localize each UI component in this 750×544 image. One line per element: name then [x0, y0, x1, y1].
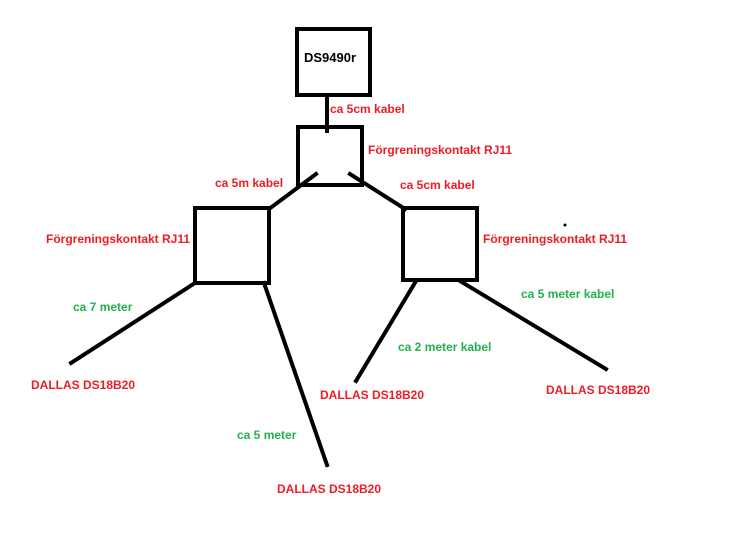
edge-label-right-to-sensor2: ca 2 meter kabel [398, 340, 492, 354]
cable-top-to-right [347, 171, 408, 212]
edge-label-top-to-right: ca 5cm kabel [400, 178, 475, 192]
edge-label-left-to-sensor1: ca 7 meter [73, 300, 133, 314]
cable-left-to-sensor4 [261, 280, 330, 468]
junction-top-label: Förgreningskontakt RJ11 [368, 143, 513, 157]
cable-right-to-sensor3 [457, 278, 609, 372]
sensor-3-label: DALLAS DS18B20 [546, 383, 651, 397]
sensor-2-label: DALLAS DS18B20 [320, 388, 425, 402]
edge-label-top-to-left: ca 5m kabel [215, 176, 284, 190]
adapter-box [295, 27, 372, 97]
adapter-label: DS9490r [304, 50, 357, 65]
junction-left-box [193, 206, 271, 285]
sensor-4-label: DALLAS DS18B20 [277, 482, 382, 496]
junction-top-box [296, 125, 364, 187]
junction-right-box [401, 206, 479, 282]
cable-right-to-sensor2 [353, 278, 419, 384]
edge-label-left-to-sensor4: ca 5 meter [237, 428, 297, 442]
junction-left-label: Förgreningskontakt RJ11 [46, 232, 191, 246]
cable-left-to-sensor1 [68, 280, 198, 366]
cable-top-to-left [266, 171, 319, 212]
edge-label-right-to-sensor3: ca 5 meter kabel [521, 287, 615, 301]
junction-right-label: Förgreningskontakt RJ11 [483, 232, 628, 246]
sensor-1-label: DALLAS DS18B20 [31, 378, 136, 392]
edge-label-adapter-to-top: ca 5cm kabel [330, 102, 405, 116]
stray-dot [563, 223, 567, 227]
